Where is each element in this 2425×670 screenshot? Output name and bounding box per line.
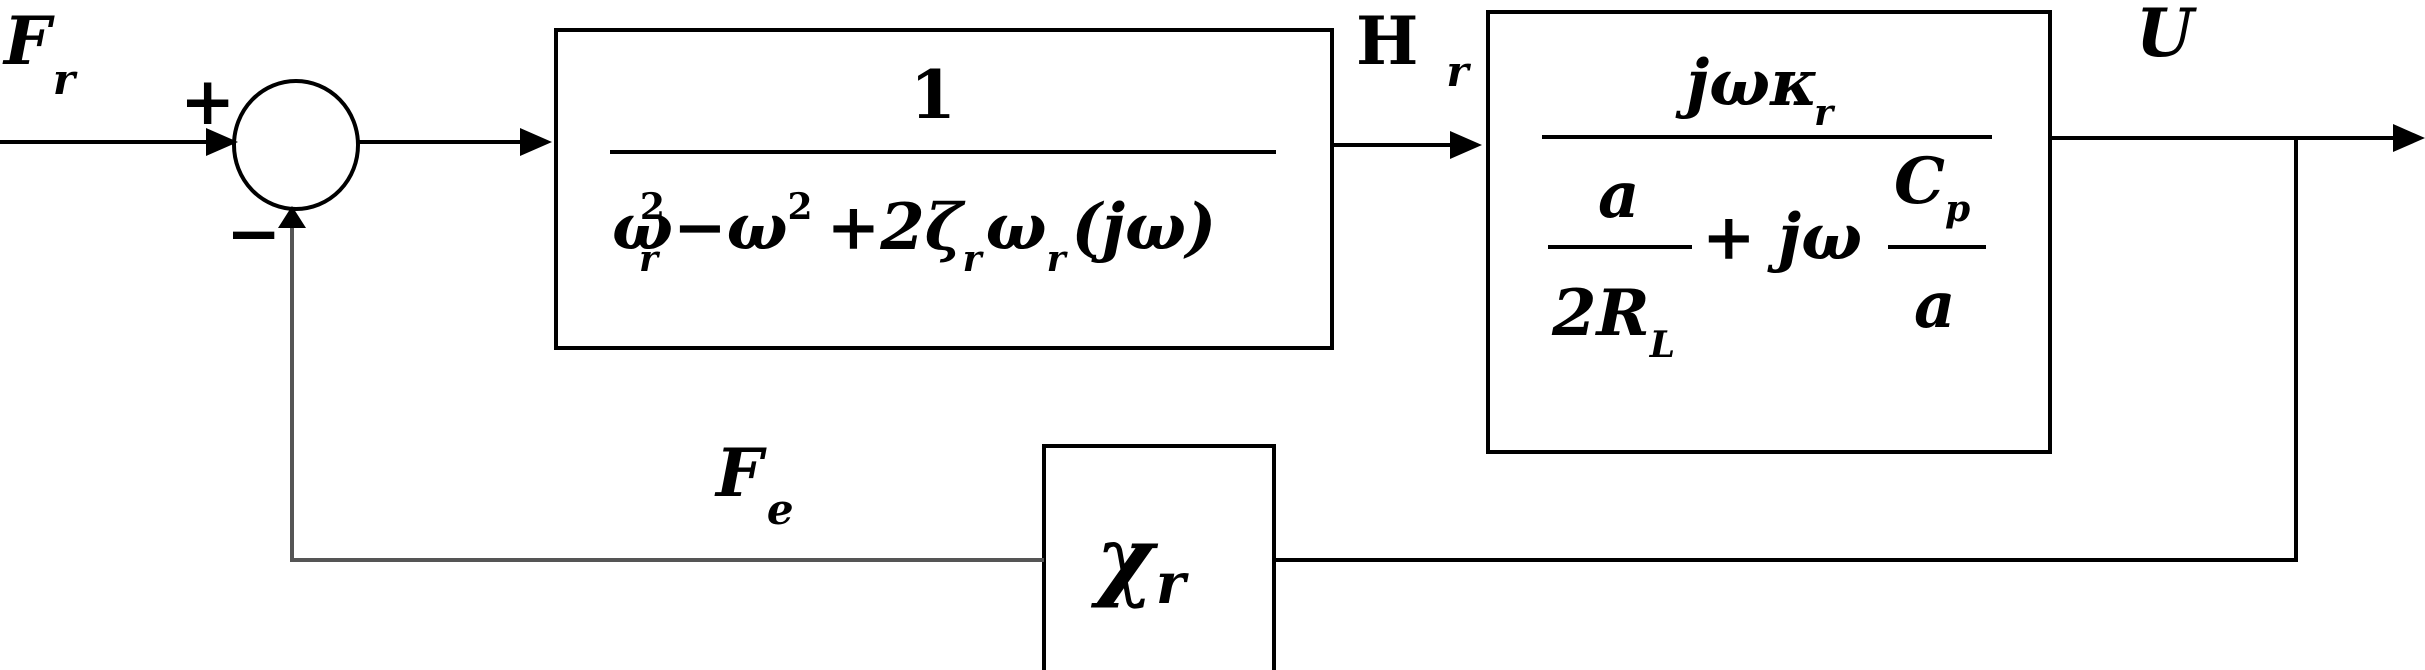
feedback-signal-subscript: e [766,485,794,534]
block1-den-j-omega: (jω) [1071,190,1217,265]
summing-junction [232,79,360,211]
block1-den-omega-sub: r [1046,238,1066,280]
block2-c-numerator: Cp [1894,150,1970,228]
block1-den-sq1: 2 [639,186,665,228]
block2-2rl-text: 2R [1552,276,1650,351]
block2-numerator-text: jωκ [1686,46,1819,121]
output-signal-label: U [2136,0,2194,72]
output-arrowhead [2393,124,2425,152]
block1-den-sq2: 2 [787,186,813,228]
block2-numerator-subscript: r [1814,92,1834,134]
minus-sign: − [226,194,282,272]
block1-den-plus-2zeta: +2ζ [826,190,963,265]
block2-box [1486,10,2052,454]
block2-input-arrowhead [1450,131,1482,159]
block1-den-omega-r-sub: r [638,238,658,280]
block2-a-numerator: a [1598,158,1640,233]
block1-den-omega-r: ω [612,190,673,265]
block1-numerator: 1 [910,56,956,134]
mid-signal-symbol: H [1356,2,1419,80]
block1-den-minus-omega: −ω [672,190,788,265]
block2-a-denominator: 2RL [1552,282,1675,364]
block2-plus-j-omega: + jω [1702,200,1862,275]
mid-signal-subscript: r [1446,47,1469,96]
input-arrowhead [206,128,238,156]
block2-numerator: jωκr [1686,52,1837,132]
block1-den-zeta-sub: r [962,238,982,280]
block1-den-omega: ω [985,190,1047,265]
block1-denominator: ωr2−ω2+2ζrωr(jω) [612,189,1236,277]
block2-cp-text: C [1894,144,1945,219]
input-signal-label: Fr [4,8,75,101]
block1-input-arrowhead [520,128,552,156]
feedback-chi-symbol: χ [1096,506,1154,610]
feedback-block-label: χr [1096,514,1185,612]
block2-cp-subscript: p [1944,188,1971,230]
feedback-chi-subscript: r [1155,551,1186,617]
block2-c-denominator: a [1914,268,1956,343]
input-signal-subscript: r [52,55,75,104]
block2-2rl-subscript: L [1649,324,1676,366]
input-signal-symbol: F [4,2,51,80]
feedback-arrowhead [278,206,306,228]
block1-box [554,28,1334,350]
feedback-signal-symbol: F [716,434,763,512]
plus-sign: + [180,62,236,140]
feedback-signal-label: Fe [716,440,794,531]
